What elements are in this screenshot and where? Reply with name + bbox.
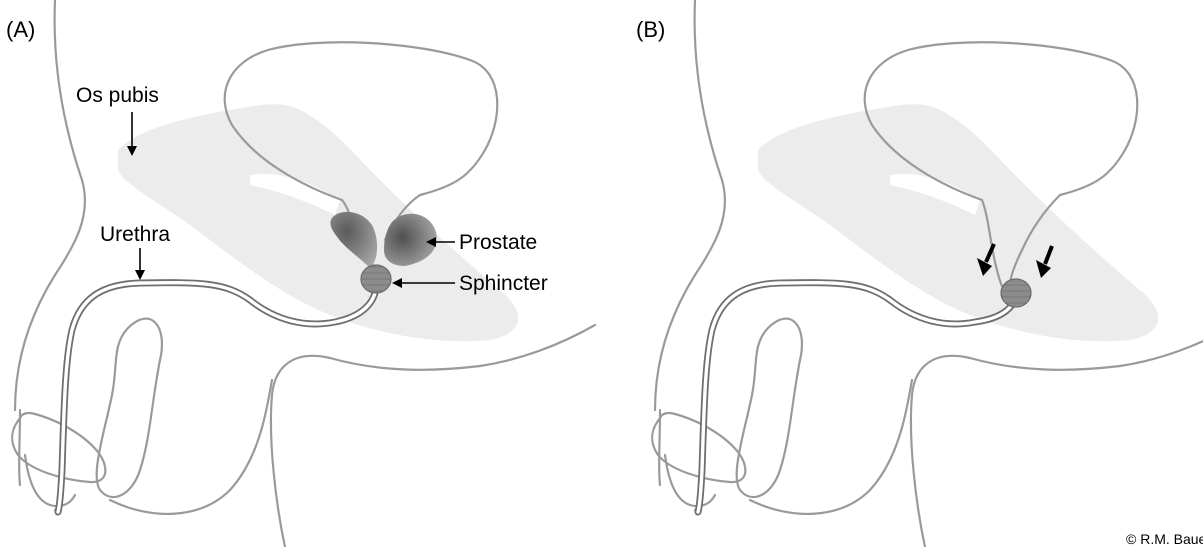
prostate-label: Prostate [459,231,537,254]
panel-a: (A) Os pubis Urethra Prostate Sphincter [6,0,595,547]
sphincter-a [361,265,391,293]
urethra-arrowhead [135,270,145,280]
os-pubis-label: Os pubis [76,84,159,107]
os-pubis-shape [118,104,518,341]
sphincter-b [1001,279,1031,307]
os-pubis-shape-b [758,104,1158,341]
panel-a-label: (A) [6,17,35,42]
urethra-a [58,283,376,512]
urethra-b [698,283,1016,512]
panel-b: (B) [636,0,1203,547]
copyright-text: © R.M. Baue [1126,531,1203,547]
sphincter-label: Sphincter [459,272,548,295]
panel-b-label: (B) [636,17,665,42]
urethra-label: Urethra [100,223,170,246]
